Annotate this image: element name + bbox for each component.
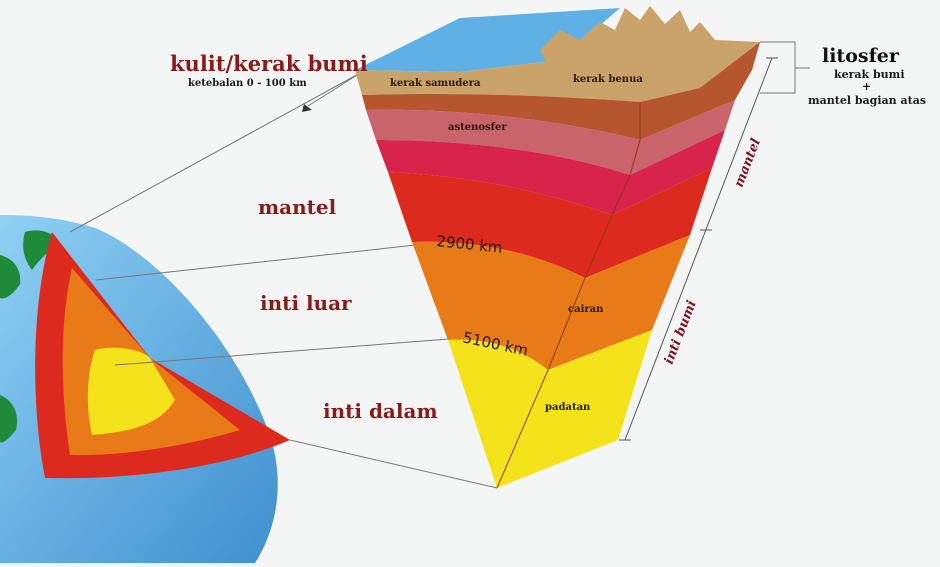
lithosphere-title: litosfer <box>822 45 900 67</box>
connector-line <box>289 439 498 489</box>
crust-band <box>355 60 700 102</box>
inner-core-band <box>448 330 652 488</box>
connector-lines <box>69 41 810 489</box>
asthenosphere-band <box>366 100 735 175</box>
connector-line <box>95 242 435 281</box>
crust-title: kulit/kerak bumi <box>170 51 368 76</box>
core-bracket-label: inti bumi <box>662 298 700 366</box>
asthenosphere-label: astenosfer <box>448 122 507 133</box>
outer-core-label: inti luar <box>260 291 352 315</box>
scale-line <box>624 57 773 441</box>
connector-line <box>307 71 363 107</box>
wedge-edge <box>496 102 641 489</box>
crust-thickness: ketebalan 0 - 100 km <box>188 78 307 89</box>
mantle-label: mantel <box>258 195 337 219</box>
solid-label: padatan <box>545 402 591 413</box>
pointer-arrow <box>302 104 312 112</box>
continent-shape <box>0 255 21 299</box>
continental-crust-label: kerak benua <box>573 74 643 85</box>
lithosphere-def-plus: + <box>862 80 871 93</box>
continent-shape <box>0 395 18 443</box>
continent-shape <box>23 230 58 270</box>
mantle-band-low <box>388 168 712 278</box>
lithosphere-bracket <box>760 41 796 94</box>
layer-wedge <box>355 6 760 489</box>
oceanic-crust-label: kerak samudera <box>390 78 481 89</box>
outer-core-band <box>412 235 690 370</box>
upper-mantle-band <box>362 42 760 140</box>
connector-line <box>114 337 463 366</box>
connector-line <box>69 71 363 233</box>
lithosphere-def-1: kerak bumi <box>834 68 905 81</box>
mantle-band-mid <box>376 130 725 215</box>
globe-cutaway <box>0 215 290 563</box>
side-scale <box>619 57 778 441</box>
mantle-bracket-label: mantel <box>732 137 764 190</box>
liquid-label: cairan <box>568 304 604 315</box>
wedge-inner-core <box>87 347 175 435</box>
inner-core-label: inti dalam <box>323 399 438 423</box>
lithosphere-def-2: mantel bagian atas <box>808 94 926 107</box>
